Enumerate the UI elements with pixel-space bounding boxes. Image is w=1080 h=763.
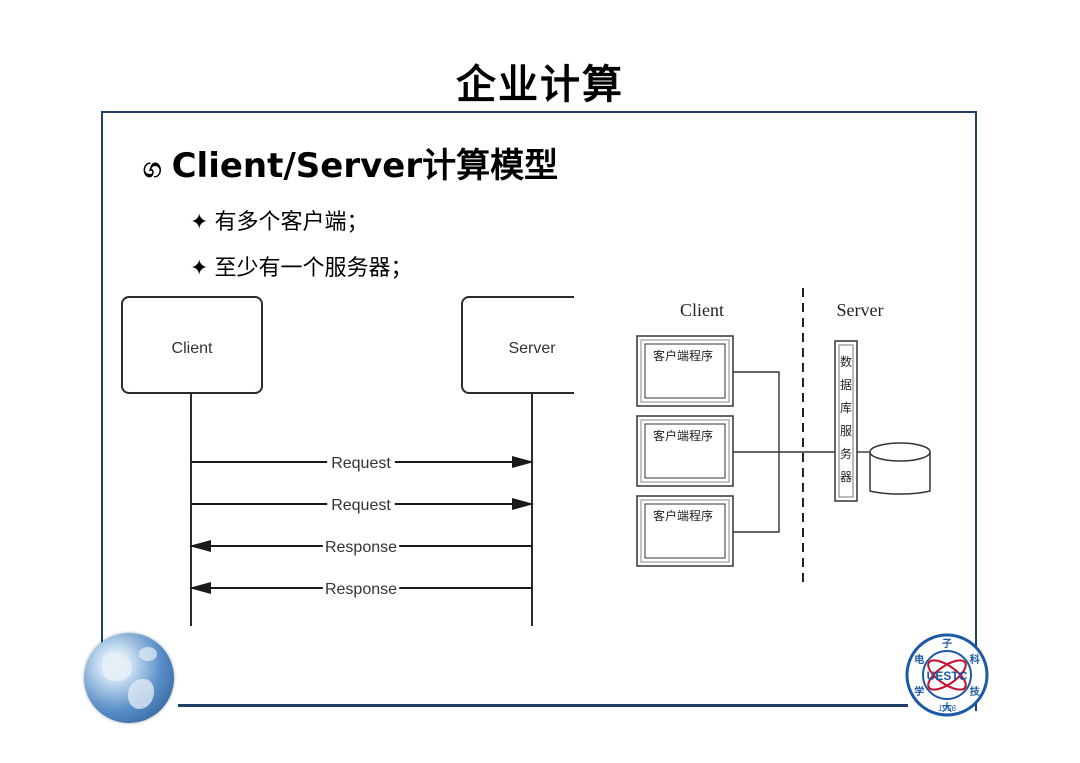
seal-year: 1956 <box>938 704 956 713</box>
section-heading: ග Client/Server计算模型 <box>143 138 558 187</box>
content-frame <box>101 111 977 711</box>
message-label-bg <box>322 537 400 555</box>
globe-logo-icon <box>84 633 174 723</box>
seal-ring-char: 技 <box>970 685 981 698</box>
seal-ring-char: 子 <box>942 638 952 650</box>
bullet-text: 至少有一个服务器； <box>214 256 413 281</box>
db-server-char: 库 <box>840 400 852 415</box>
slide-title: 企业计算 <box>456 62 624 108</box>
client-program-label: 客户端程序 <box>653 428 713 443</box>
footer-rule <box>178 704 908 707</box>
server-box-label: Server <box>508 340 556 357</box>
bullet-item: ✦有多个客户端； <box>190 204 368 236</box>
message-label: Request <box>331 455 391 472</box>
db-server-char: 务 <box>840 446 852 461</box>
message-label: Request <box>331 497 391 514</box>
client-box-label: Client <box>172 340 213 357</box>
seal-ring-char: 科 <box>970 653 980 666</box>
db-server-char: 器 <box>840 470 852 484</box>
heading-ornament-icon: ග <box>143 154 162 184</box>
client-program-box: 客户端程序 <box>636 415 734 487</box>
db-server-char: 据 <box>840 378 852 392</box>
message-label: Response <box>325 581 397 598</box>
client-header: Client <box>680 300 724 320</box>
message-label-bg <box>327 495 395 513</box>
sequence-diagram: Client Server RequestRequestResponseResp… <box>121 296 574 626</box>
bullet-text: 有多个客户端； <box>214 210 369 235</box>
db-server-box <box>834 340 858 502</box>
server-header: Server <box>837 300 884 320</box>
message-label: Response <box>325 539 397 556</box>
seal-ring-char: 大 <box>942 701 952 714</box>
client-program-label: 客户端程序 <box>653 348 713 363</box>
seal-ring-char: 学 <box>914 685 924 698</box>
heading-text: Client/Server计算模型 <box>171 146 559 186</box>
seal-text: UESTC <box>927 669 968 683</box>
bullet-star-icon: ✦ <box>190 210 209 235</box>
db-server-char: 数 <box>840 354 852 369</box>
message-label-bg <box>327 453 395 471</box>
database-cylinder-icon <box>869 442 931 495</box>
db-server-char: 服 <box>840 424 852 438</box>
client-program-box: 客户端程序 <box>636 335 734 407</box>
seal-ring-char: 电 <box>914 653 924 666</box>
db-server-inner <box>838 344 854 498</box>
client-program-box: 客户端程序 <box>636 495 734 567</box>
message-label-bg <box>322 579 400 597</box>
bullet-star-icon: ✦ <box>190 256 209 281</box>
client-program-label: 客户端程序 <box>653 508 713 523</box>
bullet-item: ✦至少有一个服务器； <box>190 250 412 282</box>
